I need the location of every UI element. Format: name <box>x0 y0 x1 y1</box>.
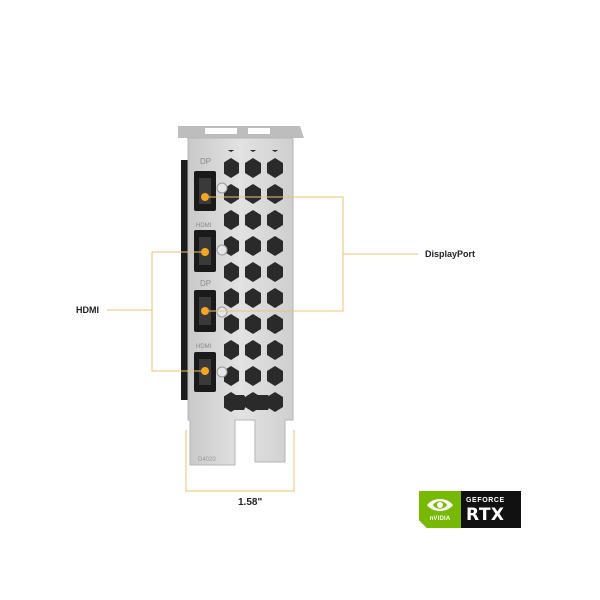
displayport-callout-label: DisplayPort <box>425 249 476 259</box>
nvidia-wordmark: nVIDIA <box>429 516 451 522</box>
print-hdmi-top: HDMI <box>196 223 212 229</box>
print-dp-bottom: DP <box>200 279 211 288</box>
badge-rtx-text: RTX <box>466 505 505 525</box>
callout-dot-dp-bottom <box>201 307 209 315</box>
geforce-rtx-badge: nVIDIA GEFORCE RTX <box>419 491 521 528</box>
displayport-leader <box>209 196 418 312</box>
width-dimension-label: 1.58" <box>238 497 263 508</box>
badge-geforce-text: GEFORCE <box>466 497 505 504</box>
width-dimension-line <box>185 430 295 492</box>
hex-vent-grid <box>224 150 288 412</box>
card-side-shadow <box>181 160 191 400</box>
print-hdmi-bottom: HDMI <box>196 344 212 350</box>
callout-dot-dp-top <box>201 193 209 201</box>
callout-dot-hdmi-top <box>201 248 209 256</box>
hdmi-callout-label: HDMI <box>76 305 99 315</box>
print-dp-top: DP <box>200 157 211 166</box>
bracket-top-tab <box>178 126 304 138</box>
callout-dot-hdmi-bottom <box>201 367 209 375</box>
print-model-mark: D4020 <box>198 457 216 463</box>
hdmi-leader <box>107 251 201 372</box>
nvidia-eye-icon <box>425 495 455 515</box>
